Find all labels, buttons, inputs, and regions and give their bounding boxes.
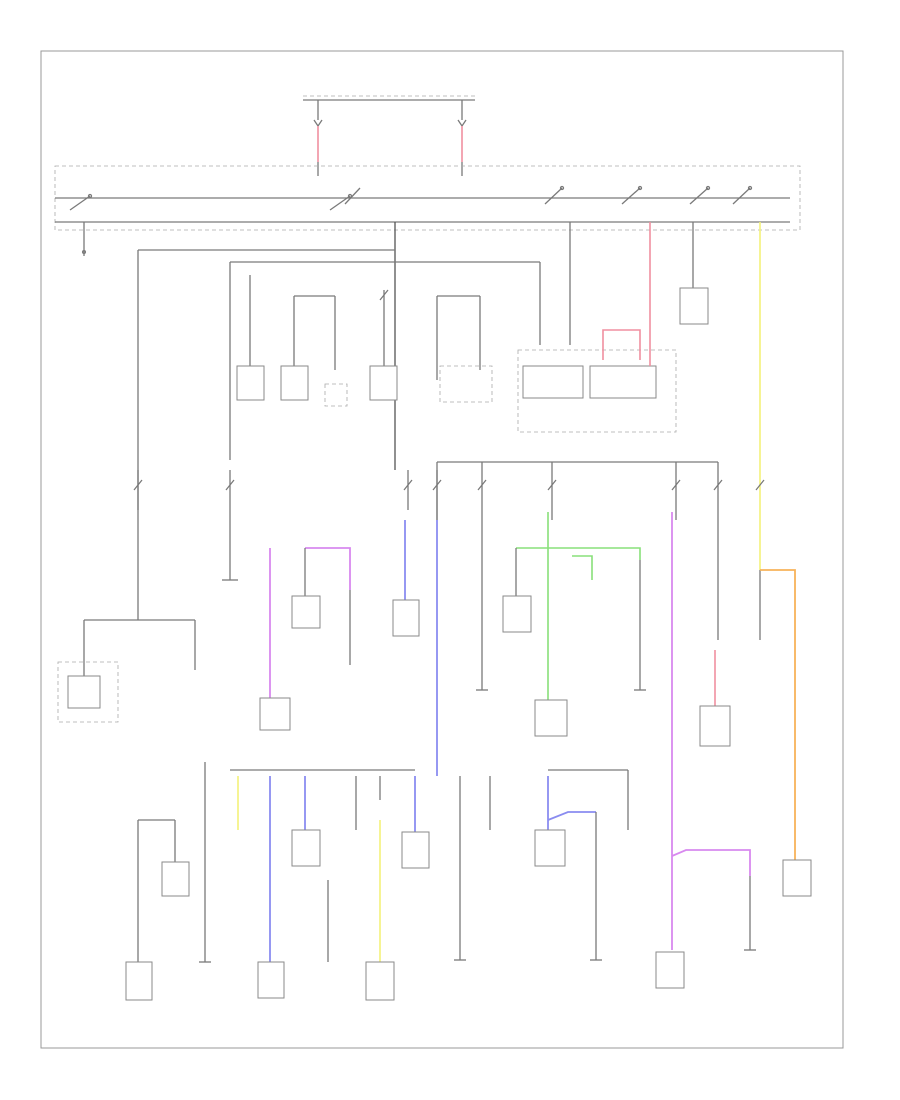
component-box: [655, 951, 685, 989]
fused-device-box: [369, 365, 398, 401]
component-box: [782, 859, 812, 897]
component-box: [401, 831, 430, 869]
ground-symbols: [199, 579, 756, 963]
component-box: [534, 829, 566, 867]
component-box: [534, 699, 568, 737]
component-box: [67, 675, 101, 709]
fused-device-box: [280, 365, 309, 401]
component-box: [291, 829, 321, 867]
fused-device-box: [324, 383, 348, 407]
component-box: [257, 961, 285, 999]
component-box: [502, 595, 532, 633]
fuse-symbols: [133, 289, 765, 491]
fuse-row: [137, 462, 719, 690]
fused-device-box: [236, 365, 265, 401]
relay-box: [522, 365, 584, 399]
ignition-switch: [54, 165, 801, 231]
component-box: [291, 595, 321, 629]
relay-box: [589, 365, 657, 399]
component-box: [365, 961, 395, 1001]
battery-fuse-block: [303, 95, 475, 176]
component-box: [392, 599, 420, 637]
relay-box: [517, 349, 677, 433]
component-box: [699, 705, 731, 747]
component-box: [161, 861, 190, 897]
component-box: [125, 961, 153, 1001]
fused-device-box: [679, 287, 709, 325]
component-box: [259, 697, 291, 731]
diagram-border: [40, 50, 844, 1049]
